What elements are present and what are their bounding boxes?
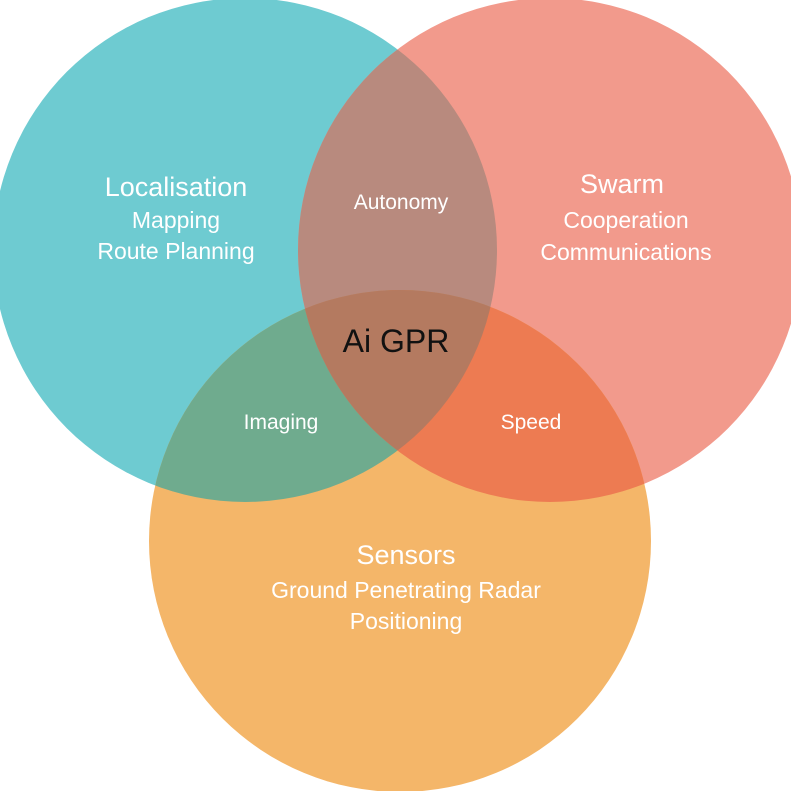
- swarm-line-2: Communications: [540, 239, 711, 265]
- speed-label: Speed: [501, 411, 562, 434]
- autonomy-label: Autonomy: [354, 191, 449, 214]
- localisation-sensors-overlap: [149, 290, 497, 502]
- localisation-title: Localisation: [105, 172, 248, 202]
- swarm-title: Swarm: [580, 169, 664, 199]
- center-label: Ai GPR: [343, 323, 450, 359]
- sensors-line-2: Positioning: [350, 608, 463, 634]
- imaging-label: Imaging: [244, 411, 319, 434]
- localisation-line-1: Mapping: [132, 207, 220, 233]
- swarm-line-1: Cooperation: [563, 207, 688, 233]
- localisation-line-2: Route Planning: [97, 238, 254, 264]
- swarm-sensors-overlap: [298, 290, 651, 502]
- sensors-line-1: Ground Penetrating Radar: [271, 577, 541, 603]
- sensors-title: Sensors: [356, 540, 455, 570]
